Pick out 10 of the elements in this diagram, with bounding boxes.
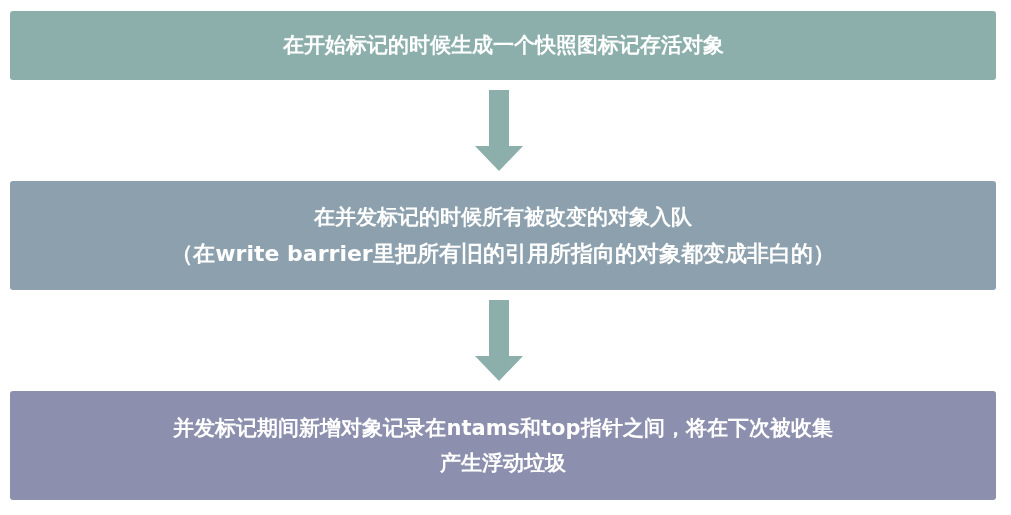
process-box xyxy=(10,181,996,290)
down-arrow xyxy=(475,300,523,381)
step-text: 产生浮动垃圾 xyxy=(440,450,566,477)
process-box xyxy=(10,11,996,80)
step-text: 在开始标记的时候生成一个快照图标记存活对象 xyxy=(282,32,724,59)
step-text: 并发标记期间新增对象记录在ntams和top指针之间，将在下次被收集 xyxy=(173,414,833,441)
down-arrow xyxy=(475,90,523,171)
step-text: （在write barrier里把所有旧的引用所指向的对象都变成非白的） xyxy=(171,239,835,268)
process-box xyxy=(10,391,996,500)
step-text: 在并发标记的时候所有被改变的对象入队 xyxy=(314,203,692,230)
